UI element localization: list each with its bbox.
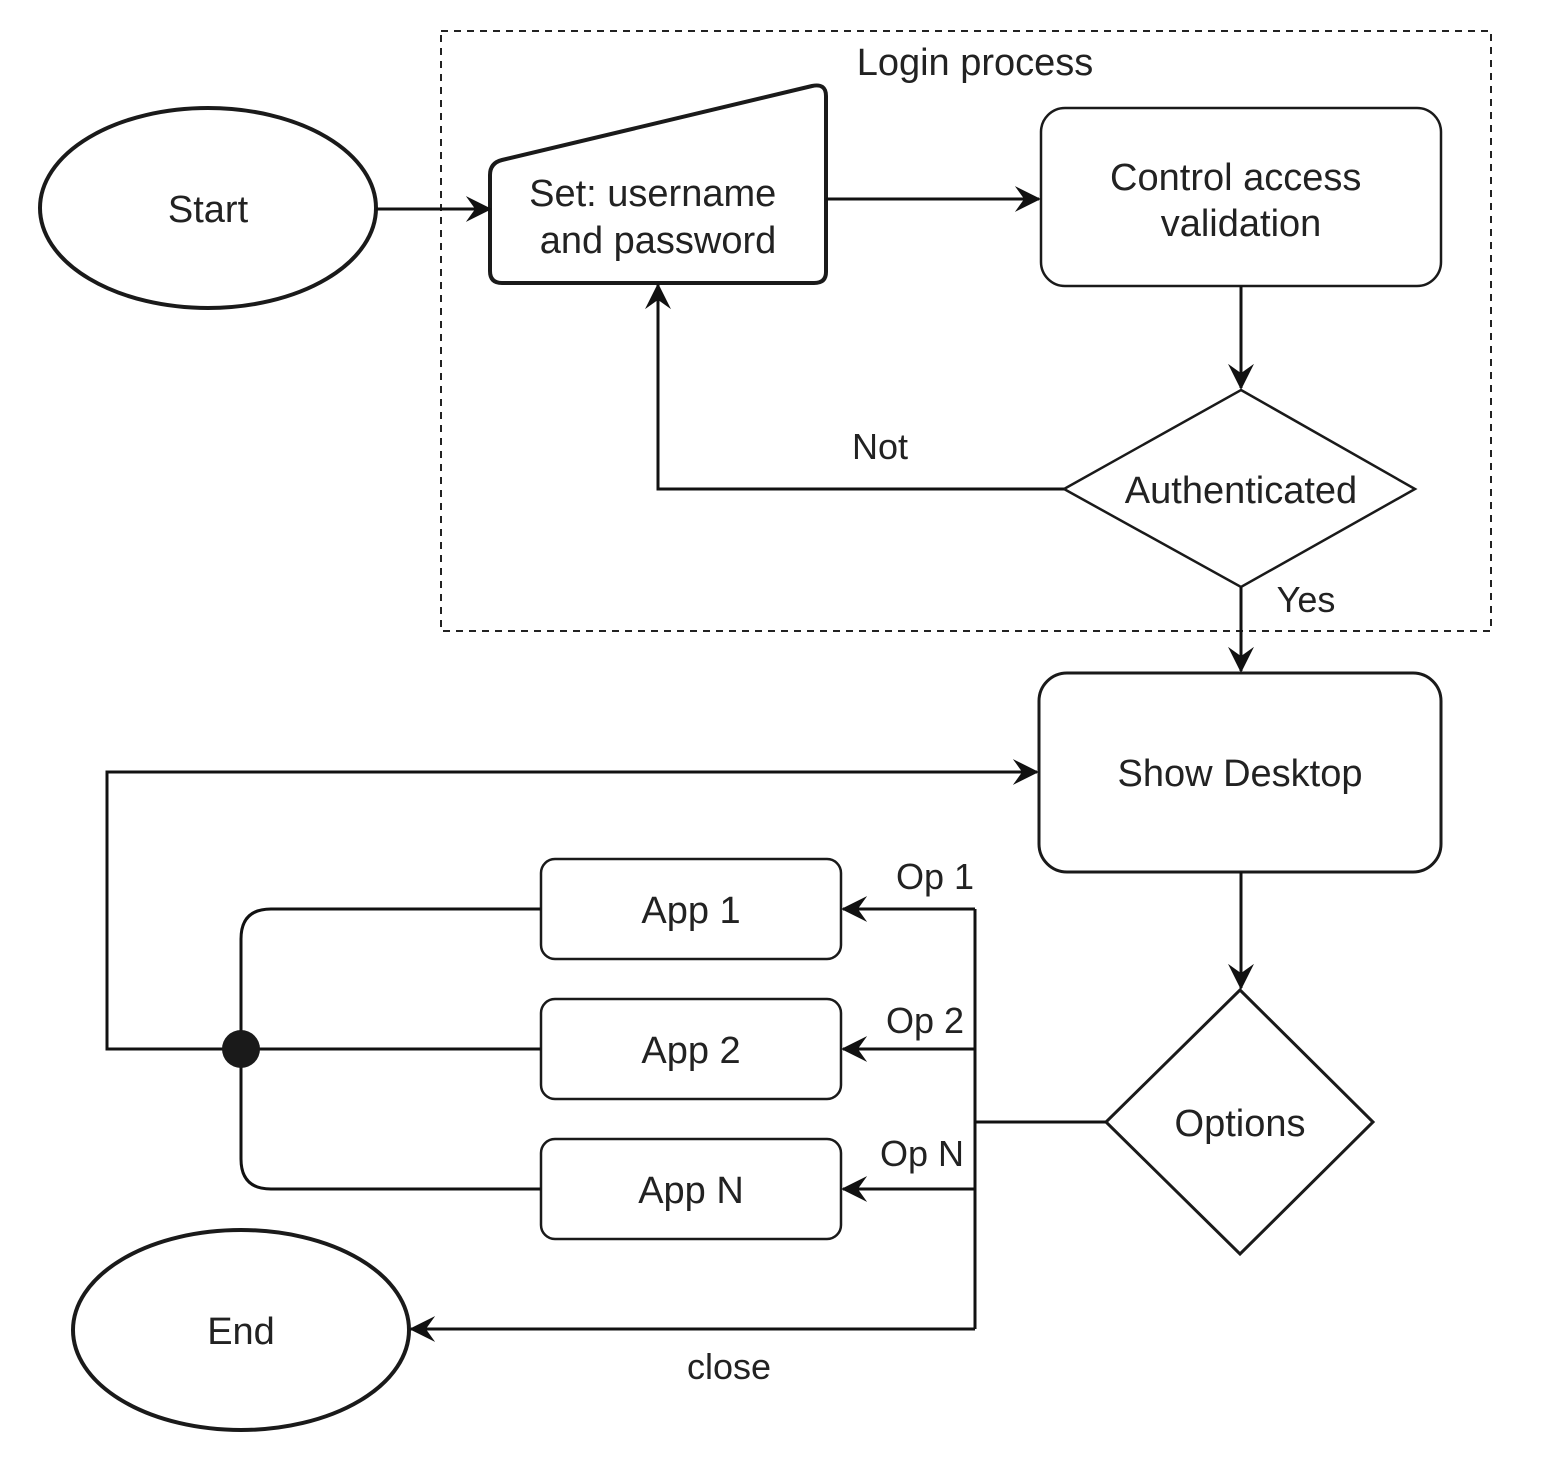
app-2-label: App 2: [641, 1030, 740, 1072]
opn-label: Op N: [880, 1133, 964, 1174]
options-decision: [1103, 987, 1376, 1257]
not-label: Not: [852, 426, 908, 467]
edge-merge-to-desktop: [105, 759, 1039, 1051]
set-credentials-node: [488, 83, 828, 285]
close-label: close: [687, 1346, 771, 1387]
options-label: Options: [1175, 1103, 1306, 1145]
op2-label: Op 2: [886, 1000, 964, 1041]
end-node: [71, 1228, 411, 1432]
login-process-group: [440, 30, 1492, 632]
start-label: Start: [168, 189, 249, 231]
login-process-label: Login process: [857, 42, 1094, 84]
merge-junction-dot: [222, 1030, 260, 1068]
show-desktop-label: Show Desktop: [1117, 753, 1362, 795]
app-1-label: App 1: [641, 890, 740, 932]
set-credentials-label: Set: username and password: [529, 173, 787, 262]
yes-label: Yes: [1277, 579, 1336, 620]
op1-label: Op 1: [896, 856, 974, 897]
edge-authenticated-not: [645, 283, 1064, 491]
edge-app1-merge: [239, 907, 541, 1049]
end-label: End: [207, 1311, 275, 1353]
edge-appn-merge: [239, 1049, 541, 1191]
app-n-label: App N: [638, 1170, 744, 1212]
control-access-label: Control access validation: [1110, 157, 1372, 245]
authenticated-label: Authenticated: [1125, 470, 1357, 512]
